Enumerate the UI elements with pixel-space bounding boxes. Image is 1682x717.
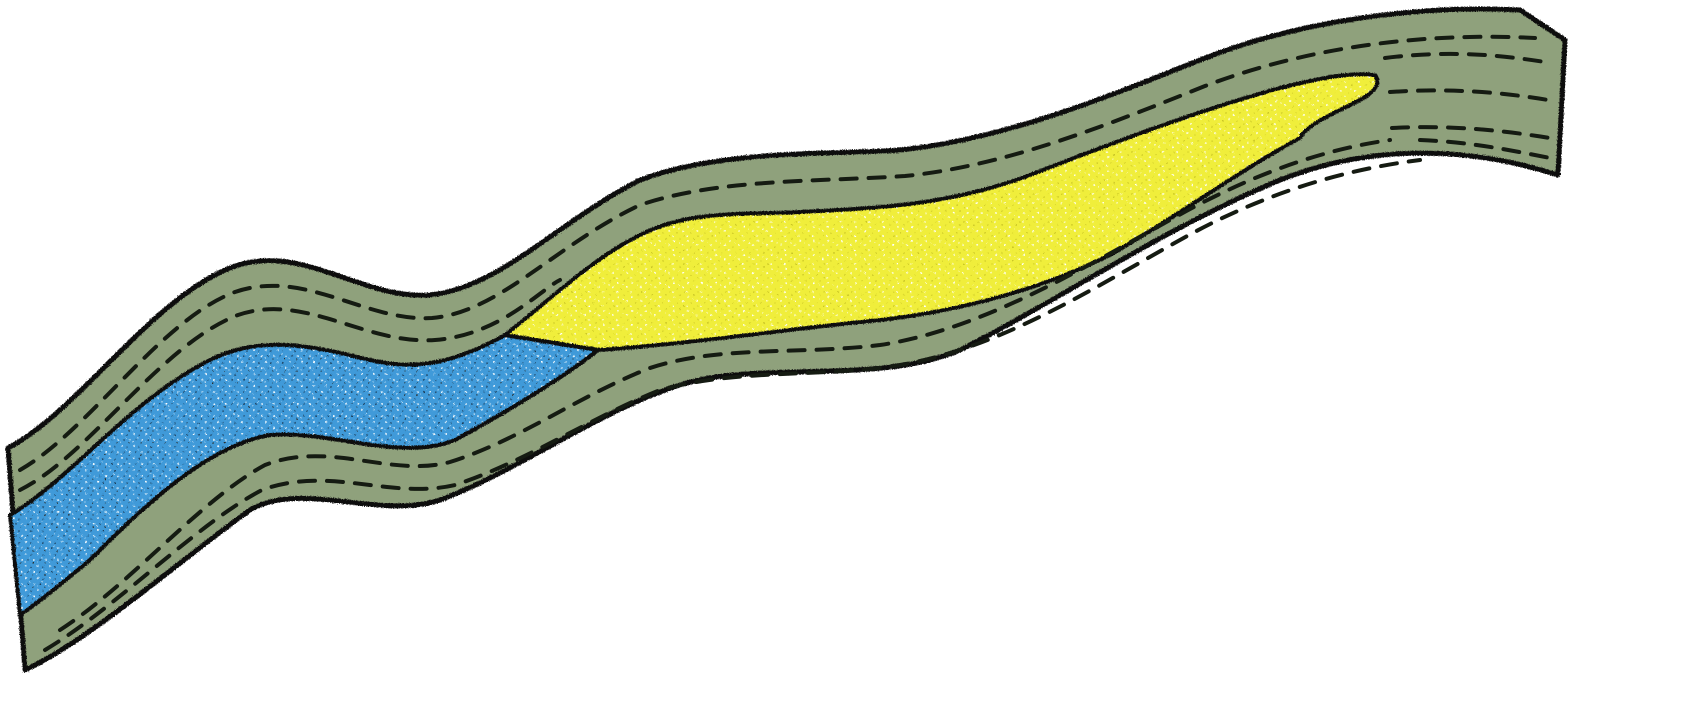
folded-strata-diagram xyxy=(0,0,1682,717)
